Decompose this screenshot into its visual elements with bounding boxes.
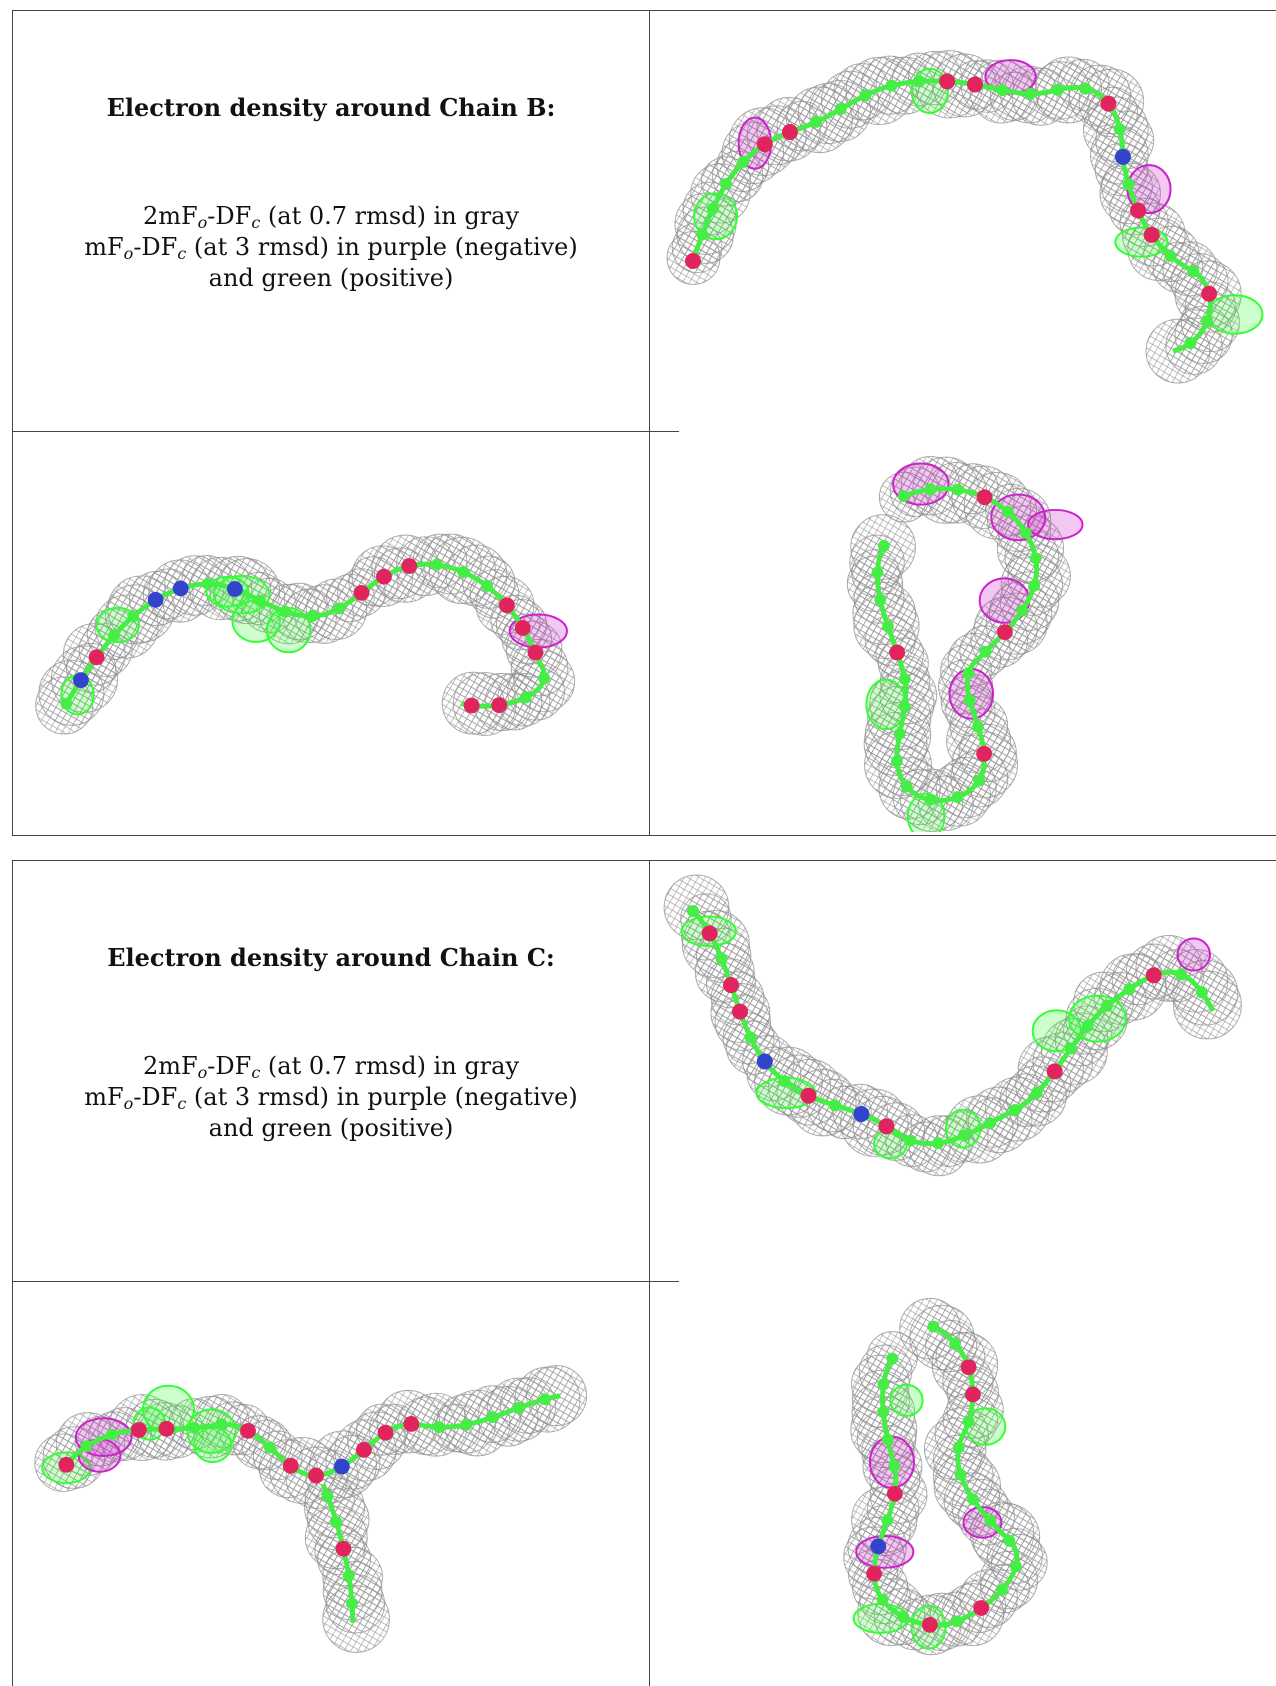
chain-b-density-view-end (653, 437, 1273, 832)
density-mesh (34, 1365, 588, 1653)
horizontal-divider-stub (649, 431, 679, 432)
chain-c-density-view-side (23, 1287, 643, 1682)
chain-c-density-view-top (653, 865, 1273, 1277)
chain-b-figure-block: Electron density around Chain B: 2mFo-DF… (12, 10, 1276, 836)
chain-c-density-view-end (653, 1287, 1273, 1682)
legend-line-positive: and green (positive) (208, 1114, 454, 1142)
chain-b-density-view-top (653, 15, 1273, 427)
chain-c-description: 2mFo-DFc (at 0.7 rmsd) in gray mFo-DFc (… (13, 1051, 649, 1144)
legend-line-fofc: mFo-DFc (at 3 rmsd) in purple (negative) (84, 233, 578, 263)
horizontal-divider (13, 1281, 659, 1282)
legend-line-2fofc: 2mFo-DFc (at 0.7 rmsd) in gray (142, 202, 520, 232)
legend-line-2fofc: 2mFo-DFc (at 0.7 rmsd) in gray (142, 1052, 520, 1082)
vertical-divider (649, 861, 650, 1686)
horizontal-divider (13, 431, 659, 432)
legend-line-positive: and green (positive) (208, 264, 454, 292)
vertical-divider (649, 11, 650, 835)
chain-b-title: Electron density around Chain B: (106, 93, 556, 122)
chain-c-title: Electron density around Chain C: (107, 943, 555, 972)
chain-b-caption-cell: Electron density around Chain B: 2mFo-DF… (13, 11, 649, 431)
chain-b-density-view-side (23, 437, 643, 832)
horizontal-divider-stub (649, 1281, 679, 1282)
chain-c-caption-cell: Electron density around Chain C: 2mFo-DF… (13, 861, 649, 1281)
chain-c-figure-block: Electron density around Chain C: 2mFo-DF… (12, 860, 1276, 1686)
chain-b-description: 2mFo-DFc (at 0.7 rmsd) in gray mFo-DFc (… (13, 201, 649, 294)
density-mesh (666, 50, 1242, 384)
legend-line-fofc: mFo-DFc (at 3 rmsd) in purple (negative) (84, 1083, 578, 1113)
